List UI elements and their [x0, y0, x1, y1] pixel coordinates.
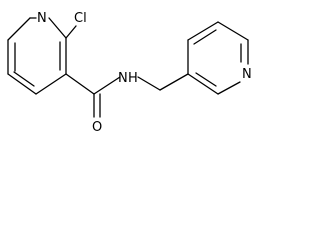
- ring-nitrogen-left: N: [37, 11, 47, 26]
- bond: [48, 17, 67, 39]
- bond: [93, 76, 121, 95]
- bond: [13, 71, 35, 87]
- bond: [195, 72, 217, 87]
- pyridine-ring-right: [187, 21, 249, 95]
- amide-nitrogen-label: N: [118, 71, 128, 86]
- ring-nitrogen-right: N: [242, 67, 252, 82]
- molecule-drawing: N Cl O N H N: [7, 11, 252, 135]
- bond: [35, 73, 67, 95]
- pyridine-ring-left: [7, 17, 67, 95]
- oxygen-label: O: [92, 120, 102, 135]
- chlorine-label: Cl: [74, 11, 87, 26]
- bond: [159, 73, 189, 91]
- amide-hydrogen-label: H: [128, 71, 138, 86]
- bond: [217, 21, 249, 41]
- bond: [137, 76, 161, 91]
- bond: [193, 29, 217, 45]
- structure-diagram: N Cl O N H N: [7, 11, 252, 135]
- bond: [187, 21, 219, 41]
- bond: [65, 25, 77, 39]
- bond: [217, 81, 241, 95]
- bond: [7, 73, 37, 95]
- bond: [65, 73, 95, 95]
- bond: [187, 73, 219, 95]
- bond: [7, 17, 31, 41]
